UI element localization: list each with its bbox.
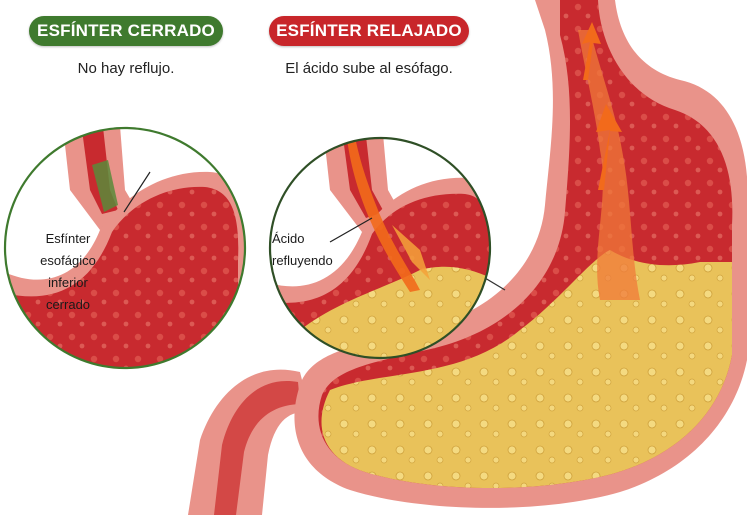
closed-sphincter-subtitle: No hay reflujo. — [29, 60, 223, 77]
sphincter-label-line-4: cerrado — [20, 294, 116, 316]
sphincter-label-line-1: Esfínter — [20, 228, 116, 250]
relaxed-sphincter-title: ESFÍNTER RELAJADO — [276, 21, 462, 41]
acid-label-line-1: Ácido — [272, 228, 352, 250]
closed-sphincter-title: ESFÍNTER CERRADO — [37, 21, 215, 41]
acid-label-line-2: refluyendo — [272, 250, 352, 272]
sphincter-label-line-2: esofágico — [20, 250, 116, 272]
sphincter-label-line-3: inferior — [20, 272, 116, 294]
acid-label: Ácido refluyendo — [272, 228, 352, 272]
sphincter-label: Esfínter esofágico inferior cerrado — [20, 228, 116, 316]
closed-sphincter-badge: ESFÍNTER CERRADO — [29, 16, 223, 46]
relaxed-sphincter-badge: ESFÍNTER RELAJADO — [269, 16, 469, 46]
relaxed-sphincter-subtitle: El ácido sube al esófago. — [259, 60, 479, 77]
